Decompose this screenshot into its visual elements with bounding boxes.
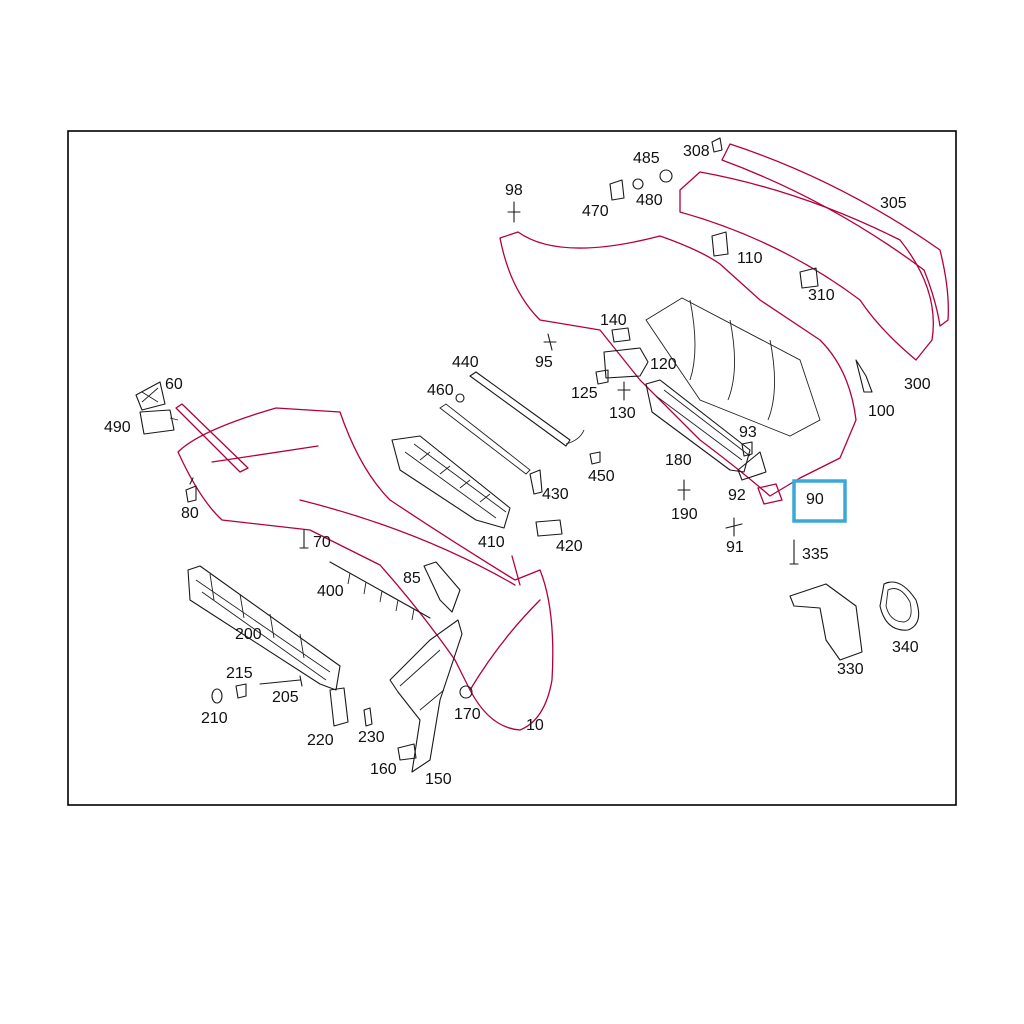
label-340: 340 [892,639,919,656]
label-410: 410 [478,534,505,551]
bracket-part-180[interactable] [645,379,751,473]
diffuser-part[interactable] [499,231,857,497]
label-490: 490 [104,419,131,436]
trim-part-100[interactable] [855,359,873,393]
label-90: 90 [806,491,824,508]
label-91: 91 [726,539,744,556]
part-230[interactable] [363,707,373,727]
bracket-part-92[interactable] [737,451,767,481]
label-170: 170 [454,706,481,723]
clip-part-140[interactable] [611,327,631,343]
cap-part-490[interactable] [139,409,179,435]
clip-part-308[interactable] [711,137,723,153]
label-110: 110 [737,250,763,267]
clip-part-310[interactable] [799,267,819,289]
bracket-part-420[interactable] [535,519,563,537]
reflector-strip-part[interactable] [175,403,249,473]
label-100: 100 [868,403,895,420]
washer-part-210[interactable] [211,688,223,704]
label-180: 180 [665,452,692,469]
label-308: 308 [683,143,710,160]
trim-part-305[interactable] [721,143,949,327]
label-485: 485 [633,150,660,167]
label-305: 305 [880,195,907,212]
label-93: 93 [739,424,757,441]
clip-part-460[interactable] [455,393,465,403]
bracket-part-110[interactable] [711,231,729,257]
label-210: 210 [201,710,228,727]
clip-part-470[interactable] [609,179,625,201]
label-220: 220 [307,732,334,749]
label-450: 450 [588,468,615,485]
label-120: 120 [650,356,677,373]
label-70: 70 [313,534,331,551]
label-205: 205 [272,689,299,706]
bumper-cover-part[interactable] [177,407,554,731]
grommet-part-170[interactable] [459,685,473,699]
clip-part-160[interactable] [397,743,417,761]
clip-part-80[interactable] [185,477,197,503]
bracket-part-85[interactable] [423,561,461,613]
strip-part-440[interactable] [439,371,585,475]
label-460: 460 [427,382,454,399]
carrier-part-410[interactable] [391,435,511,529]
label-470: 470 [582,203,609,220]
label-440: 440 [452,354,479,371]
diagram-frame [67,130,957,806]
label-330: 330 [837,661,864,678]
label-160: 160 [370,761,397,778]
clip-part-480[interactable] [632,178,644,190]
clip-part-93[interactable] [741,441,753,457]
highlight-box [792,479,847,523]
clip-part-485[interactable] [659,169,673,183]
bolt-part-205[interactable] [259,675,303,687]
clip-part-190[interactable] [677,479,691,501]
label-230: 230 [358,729,385,746]
label-125: 125 [571,385,598,402]
label-190: 190 [671,506,698,523]
clip-part-450[interactable] [589,451,601,465]
clip-part-91[interactable] [725,517,743,537]
label-92: 92 [728,487,746,504]
label-130: 130 [609,405,636,422]
bracket-part-330[interactable] [789,583,863,661]
label-140: 140 [600,312,627,329]
part-220[interactable] [329,687,349,727]
label-10: 10 [526,717,544,734]
bolt-part-335[interactable] [789,539,799,565]
washer-part-215[interactable] [235,683,247,699]
bracket-part-60[interactable] [135,381,166,411]
trim-part-300[interactable] [679,171,934,361]
clip-part-95[interactable] [543,333,557,351]
clip-part-125[interactable] [595,369,609,385]
label-200: 200 [235,626,262,643]
label-420: 420 [556,538,583,555]
label-85: 85 [403,570,421,587]
clip-part-430[interactable] [529,469,543,495]
part-90[interactable] [757,483,783,505]
label-400: 400 [317,583,344,600]
bolt-part-70[interactable] [299,529,309,549]
label-300: 300 [904,376,931,393]
sensor-part-120[interactable] [603,347,649,379]
label-80: 80 [181,505,199,522]
label-215: 215 [226,665,253,682]
label-98: 98 [505,182,523,199]
carrier-part-200[interactable] [187,565,341,691]
tailpipe-trim-part-340[interactable] [879,581,920,631]
clip-part-130[interactable] [617,381,631,401]
label-430: 430 [542,486,569,503]
bolt-part-98[interactable] [507,201,521,223]
bracket-part-150[interactable] [389,619,463,773]
label-95: 95 [535,354,553,371]
label-60: 60 [165,376,183,393]
label-310: 310 [808,287,835,304]
strip-part-400[interactable] [329,561,431,621]
label-150: 150 [425,771,452,788]
label-335: 335 [802,546,829,563]
label-480: 480 [636,192,663,209]
